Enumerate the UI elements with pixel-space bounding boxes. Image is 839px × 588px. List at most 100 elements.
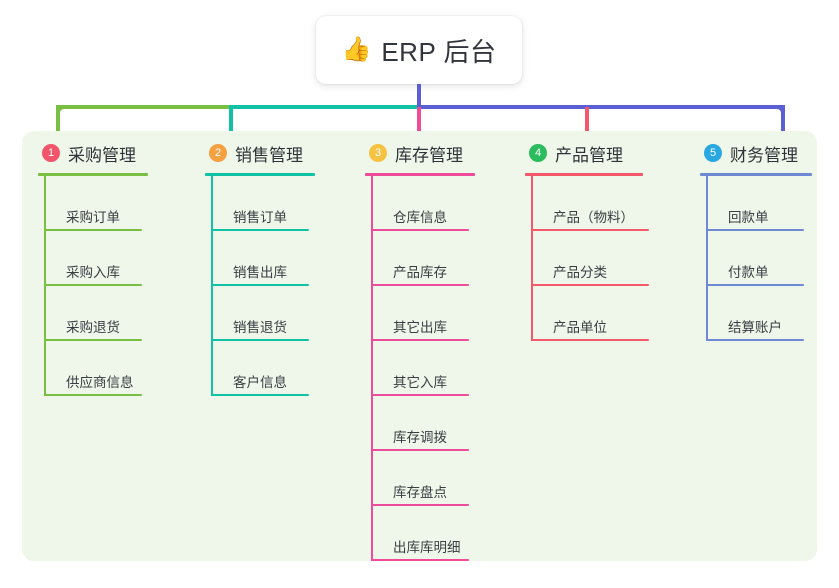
branch-item-rule	[371, 284, 469, 286]
branch-item[interactable]: 产品分类	[525, 231, 690, 286]
branch-column-3: 3 库存管理仓库信息产品库存其它出库其它入库库存调拨库存盘点出库库明细	[365, 140, 525, 561]
branch-item[interactable]: 销售退货	[205, 286, 365, 341]
branch-header-4[interactable]: 4 产品管理	[525, 140, 690, 166]
branch-item-label: 产品单位	[553, 320, 607, 335]
branch-item-label: 供应商信息	[66, 375, 134, 390]
branch-item-label: 其它入库	[393, 375, 447, 390]
branch-item[interactable]: 客户信息	[205, 341, 365, 396]
branch-item-list-4: 产品（物料） 产品分类产品单位	[525, 176, 690, 341]
branch-item-label: 库存调拨	[393, 430, 447, 445]
branch-spine-1	[44, 176, 46, 396]
branch-item-rule	[706, 339, 804, 341]
branch-item-label: 产品（物料）	[553, 210, 634, 225]
connector-bus-segment-green	[56, 105, 231, 109]
connector-drop-2	[229, 107, 233, 142]
branch-item-list-3: 仓库信息产品库存其它出库其它入库库存调拨库存盘点出库库明细	[365, 176, 525, 561]
branch-item[interactable]: 库存盘点	[365, 451, 525, 506]
branch-item-rule	[706, 284, 804, 286]
branch-item-label: 仓库信息	[393, 210, 447, 225]
branch-item[interactable]: 销售订单	[205, 176, 365, 231]
branch-title-4: 产品管理	[555, 145, 623, 165]
branch-item-label: 其它出库	[393, 320, 447, 335]
branch-item[interactable]: 库存调拨	[365, 396, 525, 451]
branch-item-label: 销售退货	[233, 320, 287, 335]
branch-item-label: 采购订单	[66, 210, 120, 225]
branch-item-rule	[211, 284, 309, 286]
connector-bus-segment-blue	[417, 105, 785, 109]
branch-item-label: 销售出库	[233, 265, 287, 280]
branch-item[interactable]: 仓库信息	[365, 176, 525, 231]
branch-item[interactable]: 采购订单	[38, 176, 198, 231]
branch-item[interactable]: 产品库存	[365, 231, 525, 286]
branch-item-rule	[211, 229, 309, 231]
branch-item-label: 采购退货	[66, 320, 120, 335]
branch-item-rule	[531, 229, 649, 231]
branch-item-rule	[44, 339, 142, 341]
branch-item-label: 采购入库	[66, 265, 120, 280]
branch-badge-1: 1	[42, 144, 60, 162]
branch-item-rule	[531, 339, 649, 341]
branch-item-rule	[211, 394, 309, 396]
branch-item[interactable]: 采购入库	[38, 231, 198, 286]
branch-badge-3: 3	[369, 144, 387, 162]
branch-title-3: 库存管理	[395, 145, 463, 165]
branch-badge-5: 5	[704, 144, 722, 162]
branch-header-rule-3	[365, 173, 475, 176]
connector-drop-5	[781, 107, 785, 142]
root-node-card[interactable]: 👍 ERP 后台	[316, 16, 522, 84]
branch-item-label: 销售订单	[233, 210, 287, 225]
branch-item-label: 回款单	[728, 210, 769, 225]
branch-header-rule-5	[700, 173, 812, 176]
branch-item-label: 客户信息	[233, 375, 287, 390]
branch-item-list-1: 采购订单采购入库采购退货供应商信息	[38, 176, 198, 396]
root-connector-stem	[417, 84, 421, 107]
branch-title-2: 销售管理	[235, 145, 303, 165]
branch-item-rule	[211, 339, 309, 341]
branch-column-5: 5 财务管理回款单付款单结算账户	[700, 140, 839, 341]
branch-title-5: 财务管理	[730, 145, 798, 165]
branch-item[interactable]: 销售出库	[205, 231, 365, 286]
branch-item[interactable]: 结算账户	[700, 286, 839, 341]
branch-item-rule	[44, 284, 142, 286]
branch-item[interactable]: 出库库明细	[365, 506, 525, 561]
branch-item[interactable]: 其它出库	[365, 286, 525, 341]
branch-item-rule	[371, 339, 469, 341]
branch-item-label: 库存盘点	[393, 485, 447, 500]
branch-item-label: 出库库明细	[393, 540, 461, 555]
branch-spine-3	[371, 176, 373, 561]
branch-spine-2	[211, 176, 213, 396]
branch-item[interactable]: 供应商信息	[38, 341, 198, 396]
branch-item-rule	[371, 504, 469, 506]
branch-item-label: 产品分类	[553, 265, 607, 280]
branch-header-5[interactable]: 5 财务管理	[700, 140, 839, 166]
branch-item-rule	[531, 284, 649, 286]
branch-item-list-2: 销售订单销售出库销售退货客户信息	[205, 176, 365, 396]
branch-item-rule	[44, 229, 142, 231]
branch-item-rule	[371, 229, 469, 231]
branch-item[interactable]: 付款单	[700, 231, 839, 286]
branch-item[interactable]: 产品单位	[525, 286, 690, 341]
connector-drop-4	[585, 107, 589, 142]
branch-badge-4: 4	[529, 144, 547, 162]
connector-drop-1	[56, 107, 60, 142]
branch-header-rule-4	[525, 173, 643, 176]
branch-item-rule	[44, 394, 142, 396]
branch-header-1[interactable]: 1 采购管理	[38, 140, 198, 166]
branch-item[interactable]: 其它入库	[365, 341, 525, 396]
branch-column-1: 1 采购管理采购订单采购入库采购退货供应商信息	[38, 140, 198, 396]
branch-title-1: 采购管理	[68, 145, 136, 165]
branch-item-rule	[371, 559, 469, 561]
branch-item-rule	[371, 449, 469, 451]
branch-spine-5	[706, 176, 708, 341]
connector-drop-3	[417, 107, 421, 142]
branch-item[interactable]: 产品（物料）	[525, 176, 690, 231]
branch-item-label: 结算账户	[728, 320, 782, 335]
branch-spine-4	[531, 176, 533, 341]
branch-header-rule-1	[38, 173, 148, 176]
branch-item[interactable]: 回款单	[700, 176, 839, 231]
branch-header-3[interactable]: 3 库存管理	[365, 140, 525, 166]
diagram-panel	[22, 131, 817, 561]
branch-item[interactable]: 采购退货	[38, 286, 198, 341]
